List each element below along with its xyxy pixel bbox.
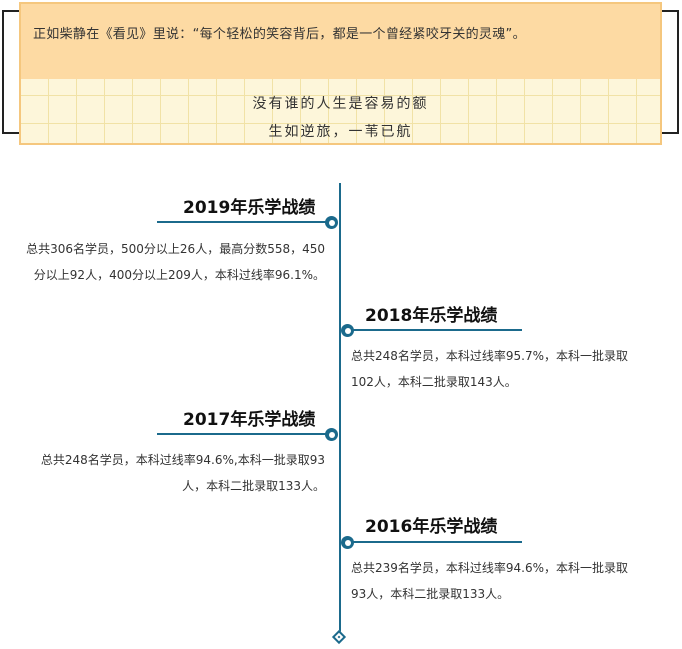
timeline-rule-2018 xyxy=(345,329,522,331)
timeline-rule-2017 xyxy=(157,433,335,435)
timeline-entry-desc-2018: 总共248名学员，本科过线率95.7%，本科一批录取 102人，本科二批录取14… xyxy=(351,349,629,389)
quote-line-2: 生如逆旅，一苇已航 xyxy=(268,124,413,140)
quote-header: 正如柴静在《看见》里说：“每个轻松的笑容背后，都是一个曾经紧咬牙关的灵魂”。 xyxy=(21,4,660,79)
timeline-entry-title-2018: 2018年乐学战绩 xyxy=(365,306,498,326)
quote-card: 正如柴静在《看见》里说：“每个轻松的笑容背后，都是一个曾经紧咬牙关的灵魂”。 没… xyxy=(19,2,662,145)
timeline-end-diamond-icon xyxy=(331,629,347,645)
timeline-rule-2019 xyxy=(157,221,335,223)
quote-header-text: 正如柴静在《看见》里说：“每个轻松的笑容背后，都是一个曾经紧咬牙关的灵魂”。 xyxy=(33,27,526,42)
timeline-entry-title-2016: 2016年乐学战绩 xyxy=(365,517,498,537)
timeline-entry-desc-2016: 总共239名学员，本科过线率94.6%，本科一批录取 93人，本科二批录取133… xyxy=(351,561,629,601)
timeline-entry-desc-2019: 总共306名学员，500分以上26人，最高分数558，450 分以上92人，40… xyxy=(26,242,325,282)
timeline-node-icon xyxy=(341,536,354,549)
timeline-node-icon xyxy=(325,216,338,229)
timeline-axis xyxy=(339,183,341,638)
quote-line-1: 没有谁的人生是容易的额 xyxy=(252,96,429,112)
timeline-entry-title-2019: 2019年乐学战绩 xyxy=(183,198,316,218)
timeline-rule-2016 xyxy=(345,541,522,543)
timeline-entry-title-2017: 2017年乐学战绩 xyxy=(183,410,316,430)
timeline-node-icon xyxy=(341,324,354,337)
timeline-entry-desc-2017: 总共248名学员，本科过线率94.6%,本科一批录取93 人，本科二批录取133… xyxy=(40,453,325,493)
timeline-node-icon xyxy=(325,428,338,441)
